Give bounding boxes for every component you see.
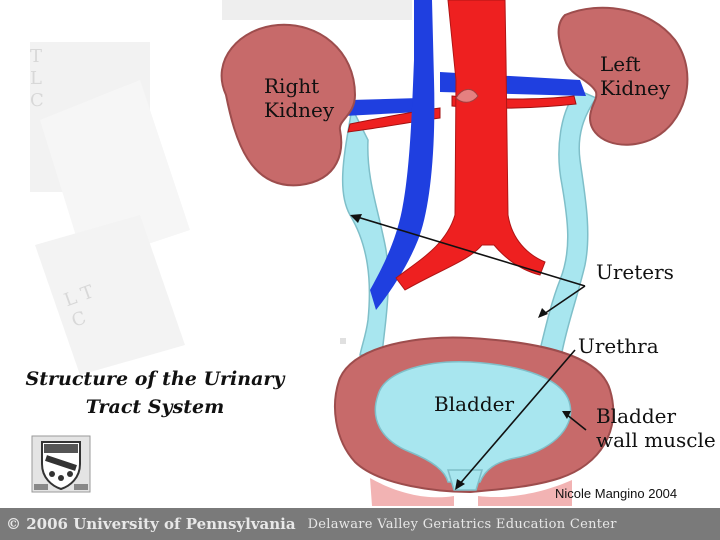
pelvic-floor-right <box>478 480 572 506</box>
right-ureter <box>341 105 389 356</box>
right-renal-vein <box>344 98 420 116</box>
author-credit: Nicole Mangino 2004 <box>555 486 678 501</box>
label-right-kidney: Right Kidney <box>264 74 335 122</box>
pointer-arrowheads <box>350 214 571 490</box>
label-ureters: Ureters <box>596 260 674 284</box>
watermark-top: T L C <box>30 46 44 111</box>
university-shield-icon <box>31 435 91 493</box>
footer-bar: © 2006 University of Pennsylvania Delawa… <box>0 508 720 540</box>
aorta <box>395 0 546 291</box>
label-bladder: Bladder <box>434 392 515 416</box>
urethra <box>446 469 484 491</box>
pelvic-floor <box>370 478 454 506</box>
label-bladder-wall-muscle: Bladder wall muscle <box>596 404 716 452</box>
bladder-inner <box>374 361 572 483</box>
footer-copyright: © 2006 University of Pennsylvania <box>6 515 296 533</box>
label-urethra: Urethra <box>578 334 659 358</box>
right-kidney <box>220 23 357 187</box>
label-left-kidney: Left Kidney <box>600 52 671 100</box>
pointer-lines <box>353 215 587 487</box>
diagram-title: Structure of the Urinary Tract System <box>25 368 285 418</box>
footer-center-name: Delaware Valley Geriatrics Education Cen… <box>307 516 617 532</box>
left-ureter <box>539 89 598 353</box>
vena-cava <box>370 0 435 310</box>
left-kidney <box>557 6 689 146</box>
